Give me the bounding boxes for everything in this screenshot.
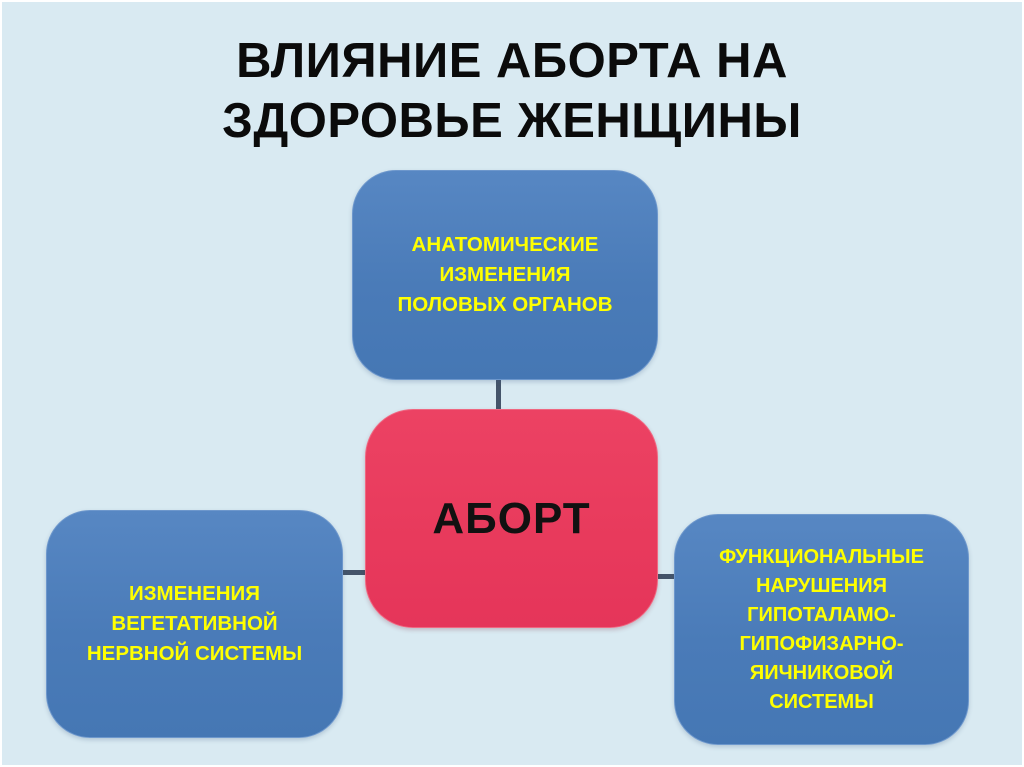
diagram-node-functional-disorders: ФУНКЦИОНАЛЬНЫЕ НАРУШЕНИЯ ГИПОТАЛАМО-ГИПО…	[674, 514, 969, 745]
diagram-node-abortion-center: АБОРТ	[365, 409, 658, 628]
connector-center-to-right	[655, 574, 677, 579]
diagram-node-label: АНАТОМИЧЕСКИЕ ИЗМЕНЕНИЯ ПОЛОВЫХ ОРГАНОВ	[397, 233, 613, 316]
diagram-node-anatomical-changes: АНАТОМИЧЕСКИЕ ИЗМЕНЕНИЯ ПОЛОВЫХ ОРГАНОВ	[352, 170, 658, 380]
diagram-node-vegetative-nervous-system: ИЗМЕНЕНИЯ ВЕГЕТАТИВНОЙ НЕРВНОЙ СИСТЕМЫ	[46, 510, 343, 738]
diagram-node-label: ИЗМЕНЕНИЯ ВЕГЕТАТИВНОЙ НЕРВНОЙ СИСТЕМЫ	[86, 582, 303, 665]
connector-center-to-top	[496, 380, 501, 410]
diagram-node-label: ФУНКЦИОНАЛЬНЫЕ НАРУШЕНИЯ ГИПОТАЛАМО-ГИПО…	[719, 545, 924, 713]
slide-title: ВЛИЯНИЕ АБОРТА НА ЗДОРОВЬЕ ЖЕНЩИНЫ	[222, 34, 802, 148]
diagram-node-label: АБОРТ	[432, 493, 591, 543]
connector-center-to-left	[340, 570, 368, 575]
